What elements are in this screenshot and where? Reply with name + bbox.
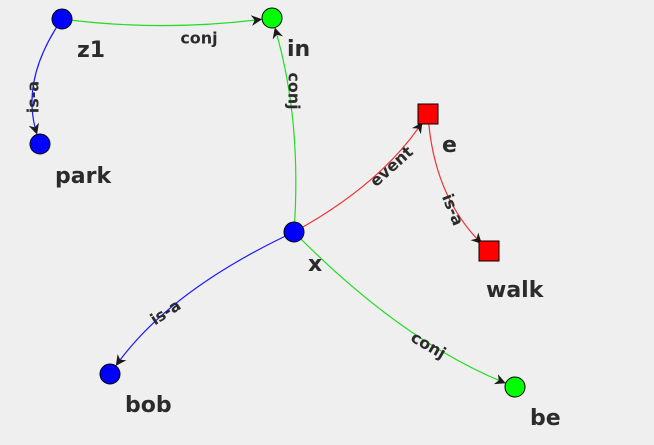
node-bob [99, 363, 121, 385]
node-in [261, 7, 283, 29]
node-label-be: be [530, 406, 561, 431]
node-walk [478, 240, 500, 262]
node-label-in: in [287, 37, 310, 62]
edge-x-in [272, 27, 297, 233]
node-e [417, 103, 439, 125]
edges-layer [28, 15, 506, 385]
edge-x-be [293, 231, 506, 385]
node-be [504, 376, 526, 398]
edge-label-x-in: conj [285, 72, 304, 109]
node-label-walk: walk [486, 278, 545, 303]
edge-label-z1-park: is-a [24, 81, 43, 113]
nodes-layer [29, 7, 526, 398]
edge-label-e-walk: is-a [438, 191, 468, 228]
node-label-bob: bob [125, 393, 172, 418]
node-z1 [51, 8, 73, 30]
node-x [283, 221, 305, 243]
edge-label-z1-in: conj [180, 29, 217, 48]
edge-z1-in [61, 15, 263, 27]
edge-label-x-e: event [366, 142, 417, 191]
edge-e-walk [427, 113, 482, 244]
node-label-x: x [308, 252, 322, 277]
node-park [29, 133, 51, 155]
edge-label-x-be: conj [408, 328, 450, 363]
node-label-park: park [55, 164, 112, 189]
node-label-z1: z1 [77, 38, 105, 63]
edge-x-bob [115, 231, 295, 366]
edge-x-e [293, 122, 423, 233]
edge-z1-park [28, 18, 63, 135]
node-label-e: e [442, 133, 457, 158]
